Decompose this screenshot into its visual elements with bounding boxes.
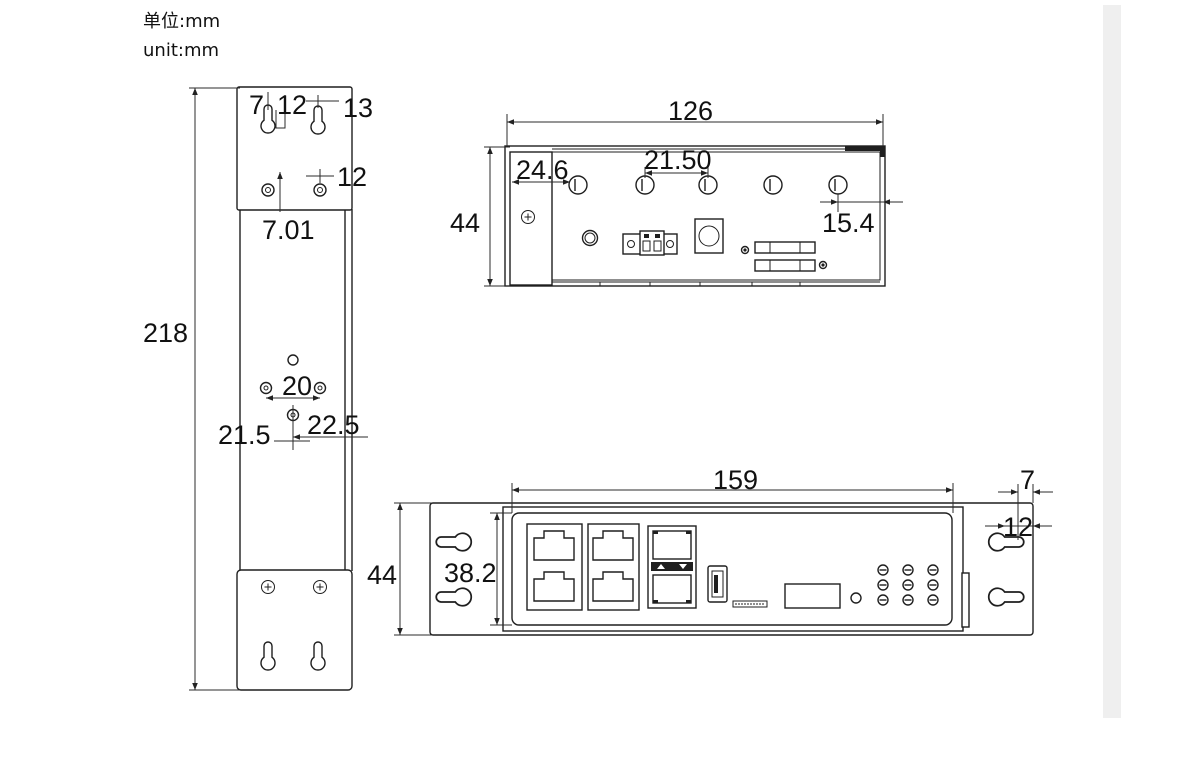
side-view: 218 7 12 13 12 7.01 20 21.5 22.5 bbox=[143, 86, 373, 691]
led-indicator-icon bbox=[902, 594, 914, 606]
rear-view: 126 44 24.6 21.50 15.4 bbox=[450, 96, 903, 287]
hole-drop-label: 7.01 bbox=[262, 215, 315, 245]
product-label-strip bbox=[732, 600, 768, 608]
terminal-screw bbox=[644, 234, 649, 238]
status-dot-center bbox=[743, 248, 747, 252]
antenna-connector-icon bbox=[635, 175, 655, 195]
led-indicator-grid bbox=[877, 564, 939, 606]
usb-port-opening bbox=[711, 570, 724, 598]
front-panel bbox=[511, 512, 953, 626]
antenna-connector-icon bbox=[763, 175, 783, 195]
terminal-mount-hole bbox=[627, 240, 635, 248]
rear-corner-piece bbox=[845, 146, 885, 157]
unit-label-chinese: 单位:mm bbox=[143, 11, 220, 32]
led-indicator-icon bbox=[927, 594, 939, 606]
sfp-led-strip bbox=[651, 562, 693, 571]
hole-spacing-label: 20 bbox=[282, 371, 312, 401]
sfp-latch bbox=[653, 600, 658, 603]
sfp-latch bbox=[686, 600, 691, 603]
right-edge-strip bbox=[1103, 5, 1121, 718]
sfp-port-icon bbox=[652, 530, 692, 560]
rear-length-label: 126 bbox=[668, 96, 713, 126]
antenna-connector-icon bbox=[698, 175, 718, 195]
front-length-label: 159 bbox=[713, 465, 758, 495]
mounting-hole bbox=[313, 183, 327, 197]
slot-edge-label: 7 bbox=[249, 90, 264, 120]
status-dot-center bbox=[821, 263, 825, 267]
front-height-label: 44 bbox=[367, 560, 397, 590]
sim-slot bbox=[754, 259, 816, 272]
sfp-latch bbox=[653, 531, 658, 534]
slot-spacing-label: 12 bbox=[277, 90, 307, 120]
mounting-hole-inner bbox=[317, 187, 323, 193]
usb-port-tongue bbox=[714, 575, 718, 593]
slot-inset-label: 12 bbox=[1003, 512, 1033, 542]
center-right-label: 22.5 bbox=[307, 410, 360, 440]
device-body-side bbox=[239, 208, 346, 572]
led-indicator-icon bbox=[877, 564, 889, 576]
bracket-edge-label: 7 bbox=[1020, 465, 1035, 495]
side-connector bbox=[961, 572, 970, 628]
terminal-slot bbox=[642, 240, 651, 252]
led-indicator-icon bbox=[927, 564, 939, 576]
led-indicator-icon bbox=[902, 564, 914, 576]
dc-jack bbox=[694, 218, 724, 254]
center-left-label: 21.5 bbox=[218, 420, 271, 450]
slot-right-label: 13 bbox=[343, 93, 373, 123]
sim-slot bbox=[754, 241, 816, 254]
sfp-cage bbox=[647, 525, 697, 609]
sfp-triangle-icon bbox=[679, 564, 687, 569]
led-indicator-icon bbox=[902, 579, 914, 591]
terminal-slot bbox=[653, 240, 662, 252]
terminal-block bbox=[622, 230, 678, 256]
dc-jack-opening bbox=[698, 225, 720, 247]
slot-offset-bracket bbox=[275, 95, 286, 129]
sfp-latch bbox=[686, 531, 691, 534]
console-port bbox=[784, 583, 841, 609]
rear-left-bracket bbox=[509, 151, 553, 286]
antenna-connector-icon bbox=[828, 175, 848, 195]
antenna-connector-icon bbox=[568, 175, 588, 195]
port-pitch-label: 21.50 bbox=[644, 145, 712, 175]
first-port-label: 24.6 bbox=[516, 155, 569, 185]
panel-height-label: 38.2 bbox=[444, 558, 497, 588]
terminal-mount-hole bbox=[666, 240, 674, 248]
unit-label-english: unit:mm bbox=[143, 40, 219, 61]
reset-button-icon bbox=[850, 592, 862, 604]
front-view: 159 7 12 44 38.2 bbox=[367, 465, 1053, 636]
rear-height-label: 44 bbox=[450, 208, 480, 238]
center-hole bbox=[313, 381, 327, 395]
sfp-triangle-icon bbox=[657, 564, 665, 569]
bottom-mounting-plate bbox=[236, 569, 353, 691]
mounting-hole bbox=[261, 183, 275, 197]
height-dimension-label: 218 bbox=[143, 318, 188, 348]
center-hole bbox=[259, 381, 273, 395]
center-hole-inner bbox=[317, 385, 323, 391]
sfp-port-icon bbox=[652, 574, 692, 604]
led-indicator-icon bbox=[927, 579, 939, 591]
hole-right-label: 12 bbox=[337, 162, 367, 192]
led-indicator-icon bbox=[877, 594, 889, 606]
center-hole bbox=[287, 354, 299, 366]
mounting-hole-inner bbox=[265, 187, 271, 193]
ground-terminal-inner bbox=[584, 232, 596, 244]
last-port-label: 15.4 bbox=[822, 208, 875, 238]
center-hole-inner bbox=[263, 385, 269, 391]
terminal-screw bbox=[655, 234, 660, 238]
led-indicator-icon bbox=[877, 579, 889, 591]
